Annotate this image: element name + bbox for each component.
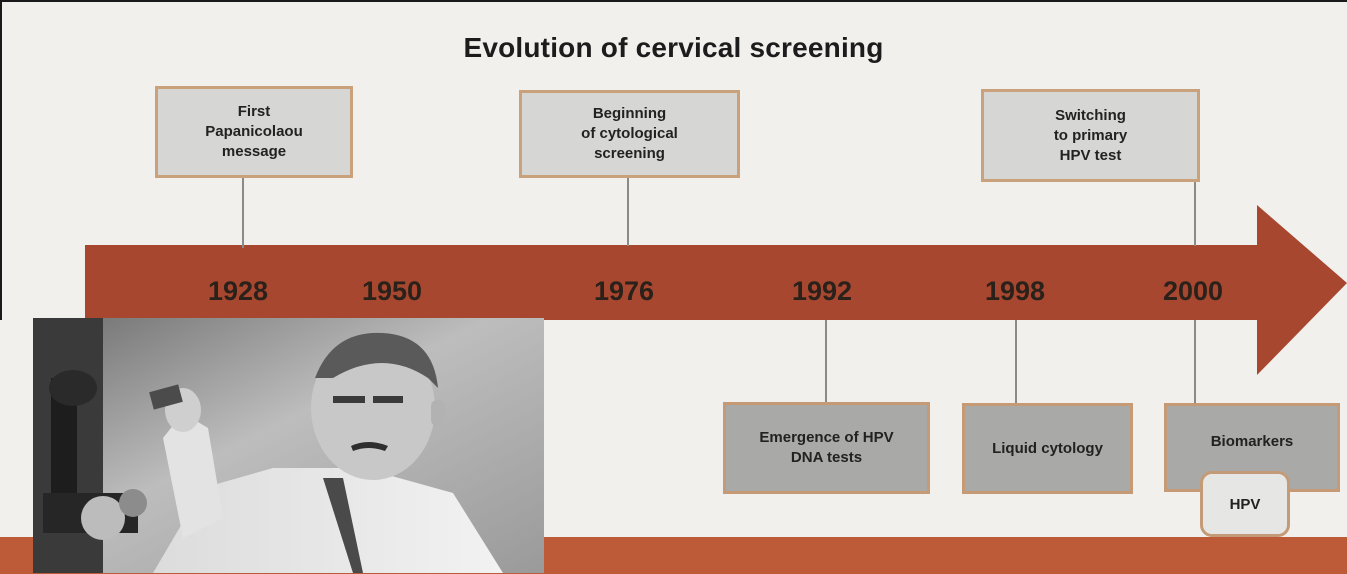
connector-1992 [825,320,827,404]
milestone-box-2000-top: Switching to primary HPV test [981,89,1200,182]
year-label-1992: 1992 [792,276,853,306]
connector-1998 [1015,320,1017,404]
connector-1976 [627,178,629,246]
connector-1928 [242,178,244,248]
timeline-arrow-shape [85,205,1347,375]
year-label-1950: 1950 [362,276,423,306]
connector-2000-top [1194,182,1196,246]
left-border [0,0,2,320]
hpv-tab: HPV [1200,471,1290,537]
milestone-box-biomarkers: Biomarkers [1164,403,1340,492]
top-border [0,0,1347,2]
connector-2000-bottom [1194,320,1196,404]
milestone-box-1976: Beginning of cytological screening [519,90,740,178]
page-title: Evolution of cervical screening [463,32,884,63]
year-label-2000: 2000 [1163,276,1224,306]
year-label-1998: 1998 [985,276,1046,306]
milestone-box-1998: Liquid cytology [962,403,1133,494]
milestone-box-1928: First Papanicolaou message [155,86,353,178]
milestone-box-1992: Emergence of HPV DNA tests [723,402,930,494]
year-label-1976: 1976 [594,276,655,306]
scientist-microscope-photo [33,318,544,573]
year-label-1928: 1928 [208,276,269,306]
